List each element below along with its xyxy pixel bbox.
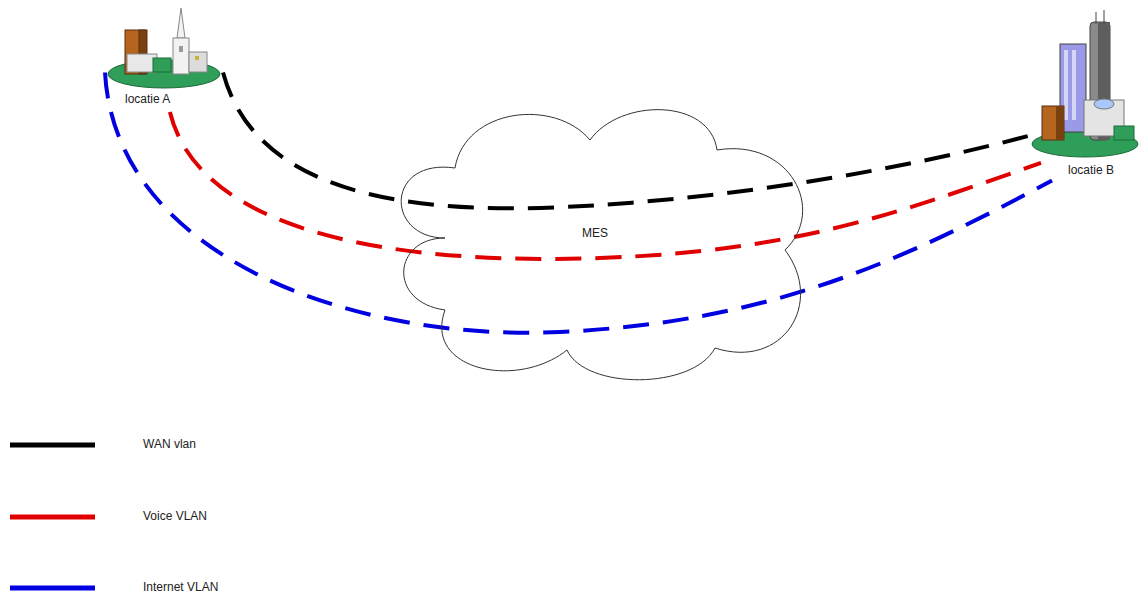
location-building-icon-drawing: [1030, 8, 1140, 184]
legend-label: WAN vlan: [143, 437, 196, 452]
legend-label: Internet VLAN: [143, 580, 218, 595]
location-building-icon: locatie B: [1030, 8, 1140, 184]
legend-line-sample: [10, 515, 95, 520]
location-label: locatie B: [1068, 163, 1114, 178]
location-building-icon: locatie A: [105, 8, 223, 112]
network-cloud: MES: [385, 98, 825, 378]
vlan-link: [170, 112, 1041, 259]
vlan-link: [223, 73, 1033, 209]
vlan-link: [105, 73, 1052, 333]
cloud-label: MES: [582, 226, 608, 241]
location-label: locatie A: [125, 92, 170, 107]
legend-line-sample: [10, 586, 95, 591]
legend-line-sample: [10, 443, 95, 448]
legend-label: Voice VLAN: [143, 509, 207, 524]
